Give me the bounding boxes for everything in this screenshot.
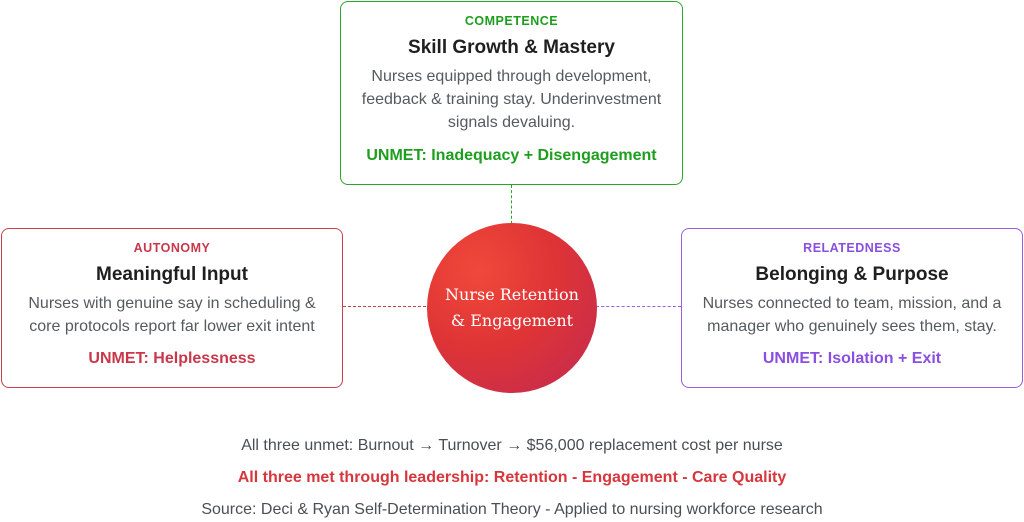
autonomy-desc-line: core protocols report far lower exit int… bbox=[29, 318, 315, 335]
connector-competence bbox=[511, 185, 512, 229]
competence-desc-line: feedback & training stay. Underinvestmen… bbox=[361, 91, 662, 108]
connector-autonomy bbox=[343, 306, 431, 307]
relatedness-card: RELATEDNESS Belonging & Purpose Nurses c… bbox=[681, 228, 1023, 388]
relatedness-tag: RELATEDNESS bbox=[803, 241, 901, 255]
competence-description: Nurses equipped through development, fee… bbox=[341, 65, 682, 134]
relatedness-unmet: UNMET: Isolation + Exit bbox=[762, 350, 942, 367]
relatedness-desc-line: Nurses connected to team, mission, and a bbox=[702, 295, 1002, 312]
hub-label-line: Nurse Retention bbox=[445, 285, 579, 304]
relatedness-title: Belonging & Purpose bbox=[755, 264, 949, 285]
hub-label-line: & Engagement bbox=[450, 311, 574, 330]
footer-source: Source: Deci & Ryan Self-Determination T… bbox=[201, 501, 823, 518]
relatedness-desc-line: manager who genuinely sees them, stay. bbox=[707, 318, 997, 335]
competence-title: Skill Growth & Mastery bbox=[408, 37, 615, 58]
competence-desc-line: Nurses equipped through development, bbox=[371, 68, 652, 85]
competence-card: COMPETENCE Skill Growth & Mastery Nurses… bbox=[340, 1, 683, 185]
competence-desc-line: signals devaluing. bbox=[447, 114, 576, 131]
competence-unmet: UNMET: Inadequacy + Disengagement bbox=[366, 147, 657, 164]
connector-relatedness bbox=[596, 306, 681, 307]
footer-met-summary: All three met through leadership: Retent… bbox=[237, 469, 787, 486]
competence-tag: COMPETENCE bbox=[464, 14, 559, 28]
autonomy-desc-line: Nurses with genuine say in scheduling & bbox=[28, 295, 316, 312]
footer-unmet-summary: All three unmet: Burnout → Turnover → $5… bbox=[241, 437, 783, 454]
autonomy-card: AUTONOMY Meaningful Input Nurses with ge… bbox=[1, 228, 343, 388]
relatedness-description: Nurses connected to team, mission, and a… bbox=[682, 292, 1022, 338]
autonomy-tag: AUTONOMY bbox=[133, 241, 211, 255]
autonomy-title: Meaningful Input bbox=[96, 264, 248, 285]
central-hub-circle: Nurse Retention & Engagement bbox=[427, 223, 597, 393]
autonomy-unmet: UNMET: Helplessness bbox=[88, 350, 256, 367]
autonomy-description: Nurses with genuine say in scheduling & … bbox=[2, 292, 342, 338]
